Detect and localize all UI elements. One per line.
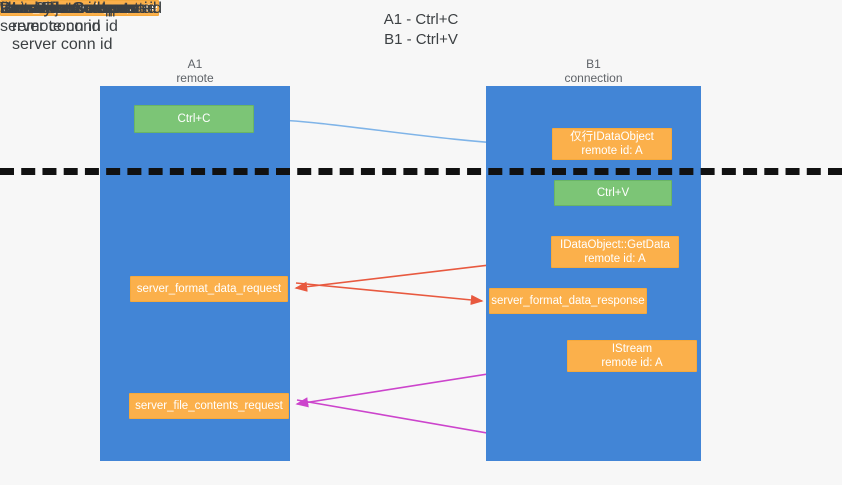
node-sfdres-label: server_format_data_response xyxy=(491,295,645,307)
node-ctrl-v-label: Ctrl+V xyxy=(596,187,630,199)
annotation-server-conn-id-left-mid: server conn id xyxy=(0,18,101,35)
annotation-read-file-contents: Read File Contents xyxy=(0,0,137,17)
filter-by-text-3: filter by xyxy=(0,0,57,17)
node-server-file-contents-request[interactable]: server_file_contents_request xyxy=(129,393,289,419)
node-idataobject-line2: remote id: A xyxy=(581,145,643,157)
edge-label-file-contents-response: file contents response xyxy=(0,0,156,17)
annotation-remote-conn-id-bot: remote conn id xyxy=(12,18,118,35)
node-sfdreq-label: server_format_data_request xyxy=(136,283,282,295)
edge-label-filter-server-conn-2: filter by server conn id xyxy=(0,0,157,18)
node-server-file-contents-response[interactable]: server_file_contents_response xyxy=(0,0,159,16)
lane-header-a1: A1 remote xyxy=(100,57,290,85)
remote-conn-id-text-2: remote conn id xyxy=(56,0,162,17)
edge-file-contents-response xyxy=(296,399,518,442)
edge-label-file-contents-request: file contents request xyxy=(0,0,144,17)
page-title: A1 - Ctrl+C B1 - Ctrl+V xyxy=(0,10,842,50)
node-sfcreq-label: server_file_contents_request xyxy=(135,400,283,412)
lane-header-b1: B1 connection xyxy=(486,57,701,85)
edge-label-filter-server-conn-1: filter by server conn id xyxy=(0,0,157,18)
annotation-conn-ids-mid: remote conn id server conn id xyxy=(0,0,106,36)
annotation-remote-conn-id-mid: remote conn id xyxy=(0,0,106,17)
annotation-data-object: DataObject xyxy=(0,0,81,17)
lane-b1-sub: connection xyxy=(564,71,623,85)
edge-format-data-response xyxy=(295,282,484,306)
server-conn-id-text-1: server conn id xyxy=(56,0,157,17)
annotation-read-file-contents-group: Read File Contents remote conn id server… xyxy=(0,0,137,54)
edge-label-filter-remote-conn-2: filter by remote conn id xyxy=(0,0,162,18)
node-istream-line2: remote id: A xyxy=(601,357,663,369)
annotation-server-conn-id-mid: server conn id xyxy=(0,0,101,17)
node-ctrl-c[interactable]: Ctrl+C xyxy=(134,105,254,133)
phase-divider xyxy=(0,168,842,175)
filter-by-text-2: filter by xyxy=(0,0,57,17)
node-istream-line1: IStream xyxy=(611,343,653,355)
node-istream[interactable]: IStream remote id: A xyxy=(567,340,697,372)
node-idataobject[interactable]: 仅行IDataObject remote id: A xyxy=(552,128,672,160)
lane-a1-name: A1 xyxy=(187,57,203,71)
edge-label-format-data-request: format data request xyxy=(0,0,139,17)
node-server-format-data-request[interactable]: server_format_data_request xyxy=(130,276,288,302)
filter-by-text-4: filter by xyxy=(0,0,57,17)
server-conn-id-text-2: server conn id xyxy=(56,0,157,17)
title-line-1: A1 - Ctrl+C xyxy=(383,11,459,28)
edge-label-format-list: format list xyxy=(0,0,70,17)
remote-conn-id-text-1: remote conn id xyxy=(56,0,162,17)
lane-a1-sub: remote xyxy=(176,71,214,85)
node-sfcres-label: server_file_contents_response xyxy=(1,2,158,14)
annotation-write-file-contents: Write File Contents xyxy=(0,0,136,17)
annotation-server-conn-id-bot: server conn id xyxy=(12,36,113,53)
node-getdata-line1: IDataObject::GetData xyxy=(560,239,670,251)
node-idataobject-getdata[interactable]: IDataObject::GetData remote id: A xyxy=(551,236,679,268)
edge-label-filter-remote-conn-1: filter by remote conn id xyxy=(0,0,162,18)
node-server-format-data-response[interactable]: server_format_data_response xyxy=(489,288,647,314)
edge-label-format-data-response: format data response xyxy=(0,0,152,17)
node-getdata-line2: remote id: A xyxy=(584,253,646,265)
node-ctrl-v[interactable]: Ctrl+V xyxy=(554,180,672,206)
annotation-server-conn-id-top: server conn id xyxy=(0,0,101,17)
title-line-2: B1 - Ctrl+V xyxy=(384,31,458,48)
filter-by-text-1: filter by xyxy=(0,0,57,17)
node-ctrl-c-label: Ctrl+C xyxy=(177,113,211,125)
annotation-istream: Istream xyxy=(0,0,54,17)
lane-b1-name: B1 xyxy=(586,57,601,71)
node-idataobject-line1: 仅行IDataObject xyxy=(570,131,654,143)
